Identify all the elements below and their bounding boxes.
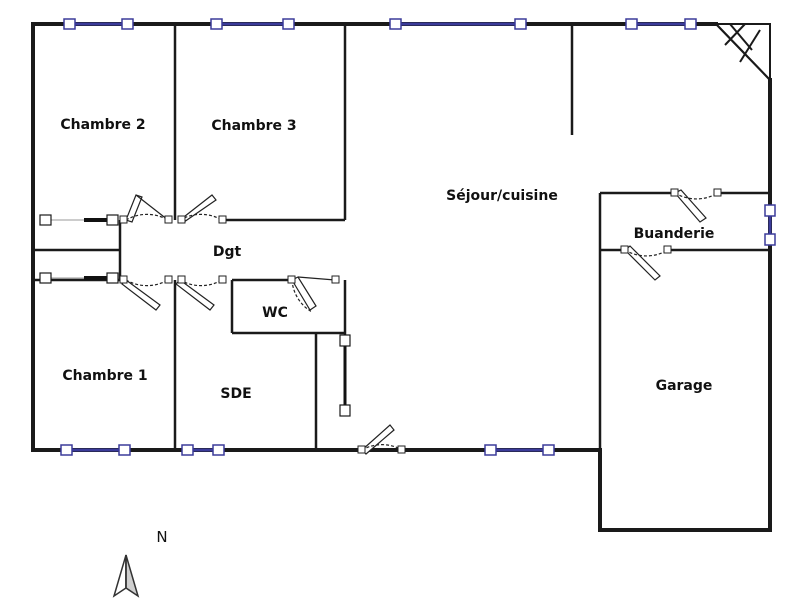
label-chambre1: Chambre 1 [62,368,147,384]
window-frame [212,444,225,456]
window-frame [63,18,76,30]
door-wc [291,276,336,313]
label-garage: Garage [656,378,713,394]
door-hinges [119,188,722,454]
door-garage [624,245,669,281]
window-frame [60,444,73,456]
doors [121,189,719,455]
window-frame [764,204,776,217]
label-buanderie: Buanderie [634,226,715,242]
door-chambre2 [125,194,169,223]
door-chambre1 [121,279,169,311]
door-chambre3 [178,194,223,223]
windows [60,18,776,456]
window-frame [625,18,638,30]
window-frame [484,444,497,456]
wardrobe-openings [39,214,351,417]
window-frame [542,444,555,456]
compass-arrow-icon [112,554,140,598]
window-frame [514,18,527,30]
window-frame [210,18,223,30]
label-sejour-cuisine: Séjour/cuisine [446,188,558,204]
interior-walls [33,24,770,450]
door-sde [175,279,223,311]
label-dgt: Dgt [213,244,242,260]
window-frame [181,444,194,456]
label-wc: WC [262,305,288,321]
label-sde: SDE [220,386,251,402]
window-frame [764,233,776,246]
room-labels: Chambre 2 Chambre 3 Séjour/cuisine Buand… [60,117,714,402]
north-arrow: N [112,528,168,598]
label-chambre2: Chambre 2 [60,117,145,133]
window-frame [282,18,295,30]
door-buanderie [674,189,719,223]
window-frame [684,18,697,30]
window-frame [118,444,131,456]
window-frame [121,18,134,30]
north-label: N [156,528,167,546]
corner-hatch [713,23,771,83]
window-frame [389,18,402,30]
label-chambre3: Chambre 3 [211,118,296,134]
